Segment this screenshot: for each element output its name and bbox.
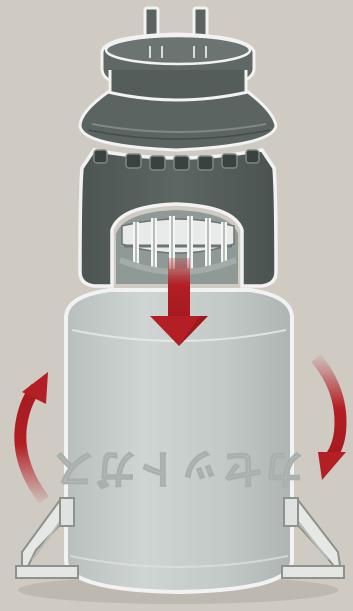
rotate-counterclockwise-arrow-icon (20, 372, 48, 500)
canister-label: カセットガス (52, 445, 304, 491)
burner-assembly (80, 8, 276, 286)
burner-skirt (80, 92, 276, 150)
rotate-clockwise-arrow-icon (316, 358, 346, 480)
